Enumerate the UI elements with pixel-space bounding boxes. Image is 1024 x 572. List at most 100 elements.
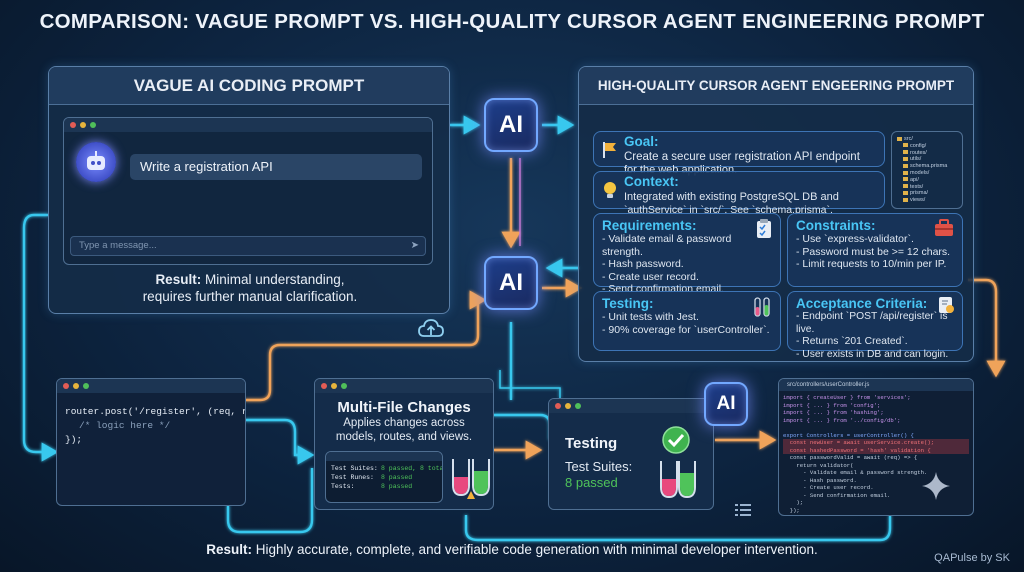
file-tree-item[interactable]: prisma/ (897, 190, 957, 197)
file-tree-item[interactable]: src/ (897, 136, 957, 143)
chat-window: Write a registration API Type a message.… (63, 117, 433, 265)
folder-icon (903, 150, 908, 155)
folder-icon (903, 197, 908, 202)
list-item: - User exists in DB and can login. (796, 348, 949, 360)
vague-result-text: Minimal understanding, (204, 272, 345, 287)
editor-line: import { ... } from 'config'; (783, 401, 881, 409)
testing-panel: Testing Test Suites: 8 passed (548, 398, 714, 510)
test-tubes-icon (660, 461, 696, 499)
folder-icon (903, 190, 908, 195)
vague-result-label: Result: (155, 272, 202, 287)
maximize-dot-icon[interactable] (575, 403, 581, 409)
list-item: - Endpoint `POST /api/register` is live. (796, 311, 948, 335)
ai-chip-testing: AI (704, 382, 748, 426)
close-dot-icon[interactable] (321, 383, 327, 389)
goal-label: Goal: (624, 134, 659, 149)
message-input[interactable]: Type a message... ➤ (70, 236, 426, 256)
ai-chip-middle: AI (484, 256, 538, 310)
bottom-result: Result: Highly accurate, complete, and v… (0, 542, 1024, 557)
editor-line: const newUser = await userService.create… (783, 439, 969, 447)
editor-line: import { ... } from 'hashing'; (783, 409, 884, 416)
certificate-icon (939, 297, 954, 313)
editor-line: import { createUser } from 'services'; (783, 394, 911, 401)
file-tree-item[interactable]: schema.prisma (897, 163, 957, 170)
hq-panel-header: HIGH-QUALITY CURSOR AGENT ENGEERING PROM… (579, 67, 973, 105)
maximize-dot-icon[interactable] (83, 383, 89, 389)
list-item: - Returns `201 Created`. (796, 336, 908, 347)
lightbulb-icon (604, 182, 616, 198)
maximize-dot-icon[interactable] (90, 122, 96, 128)
terminal-row: Test Suites:8 passed, 8 total (331, 465, 443, 472)
editor-line: return validator( (783, 461, 854, 469)
editor-line: - Send confirmation email. (783, 491, 891, 499)
list-item: - Limit requests to 10/min per IP. (796, 258, 947, 270)
folder-icon (903, 156, 908, 161)
maximize-dot-icon[interactable] (341, 383, 347, 389)
file-tree-item[interactable]: routes/ (897, 150, 957, 157)
vague-result: Result: Minimal understanding, requires … (49, 271, 451, 305)
editor-line: - Hash password. (783, 476, 857, 484)
folder-icon (903, 170, 908, 175)
prompt-bubble: Write a registration API (130, 154, 422, 180)
send-icon[interactable]: ➤ (410, 240, 419, 251)
file-tree-item[interactable]: models/ (897, 170, 957, 177)
goal-line-1: Create a secure user registration API en… (624, 151, 860, 163)
message-input-placeholder: Type a message... (79, 240, 157, 251)
checklist-icon (757, 219, 771, 238)
editor-tab[interactable]: src/controllers/userController.js (787, 382, 870, 388)
vague-prompt-panel: VAGUE AI CODING PROMPT Write a registrat… (48, 66, 450, 314)
file-tree-item[interactable]: views/ (897, 197, 957, 204)
goal-card: Goal: Create a secure user registration … (593, 131, 885, 176)
list-item: - Unit tests with Jest. (602, 311, 699, 323)
file-tree-item[interactable]: tests/ (897, 184, 957, 191)
list-item: - Use `express-validator`. (796, 233, 914, 245)
folder-icon (903, 184, 908, 189)
minimize-dot-icon[interactable] (331, 383, 337, 389)
code-stub-line-2: /* logic here */ (79, 420, 171, 431)
sparkle-icon (922, 472, 950, 500)
editor-line: - Validate email & password strength. (783, 469, 928, 476)
testing-titlebar (549, 399, 713, 413)
requirements-card: Requirements: - Validate email & passwor… (593, 213, 781, 295)
testing-card: Testing: - Unit tests with Jest.- 90% co… (593, 291, 781, 351)
vague-panel-header: VAGUE AI CODING PROMPT (49, 67, 449, 105)
file-tree-item[interactable]: utils/ (897, 156, 957, 163)
editor-line: ); (783, 499, 804, 506)
bottom-result-label: Result: (206, 542, 252, 557)
testing-title: Testing (565, 435, 618, 452)
editor-line: const passwordValid = await (req) => { (783, 454, 918, 461)
list-item: - Hash password. (602, 258, 684, 270)
file-tree-item[interactable]: config/ (897, 143, 957, 150)
multi-file-titlebar (315, 379, 493, 393)
context-card: Context: Integrated with existing Postgr… (593, 171, 885, 216)
wire-bottom-return (464, 515, 892, 542)
minimize-dot-icon[interactable] (73, 383, 79, 389)
testing-card-title: Testing: (602, 296, 654, 311)
check-circle-icon (662, 426, 690, 454)
close-dot-icon[interactable] (63, 383, 69, 389)
file-tree-item[interactable]: api/ (897, 177, 957, 184)
chat-window-titlebar (64, 118, 432, 132)
list-item: - Password must be >= 12 chars. (796, 245, 951, 258)
folder-icon (903, 143, 908, 148)
constraints-title: Constraints: (796, 218, 876, 233)
credit-text: QAPulse by SK (934, 552, 1010, 564)
testing-line-2: 8 passed (565, 475, 618, 490)
folder-icon (903, 177, 908, 182)
folder-icon (903, 163, 908, 168)
multi-file-title: Multi-File Changes (337, 399, 471, 416)
bottom-result-text: Highly accurate, complete, and verifiabl… (255, 542, 818, 557)
test-tubes-icon (754, 297, 770, 317)
code-stub-titlebar (57, 379, 245, 393)
close-dot-icon[interactable] (555, 403, 561, 409)
close-dot-icon[interactable] (70, 122, 76, 128)
code-editor-window: src/controllers/userController.js import… (778, 378, 974, 516)
flag-icon (603, 142, 616, 158)
minimize-dot-icon[interactable] (565, 403, 571, 409)
editor-titlebar: src/controllers/userController.js (779, 379, 973, 391)
editor-line: }); (783, 506, 800, 514)
minimize-dot-icon[interactable] (80, 122, 86, 128)
multi-file-desc-1: Applies changes across (343, 417, 465, 429)
